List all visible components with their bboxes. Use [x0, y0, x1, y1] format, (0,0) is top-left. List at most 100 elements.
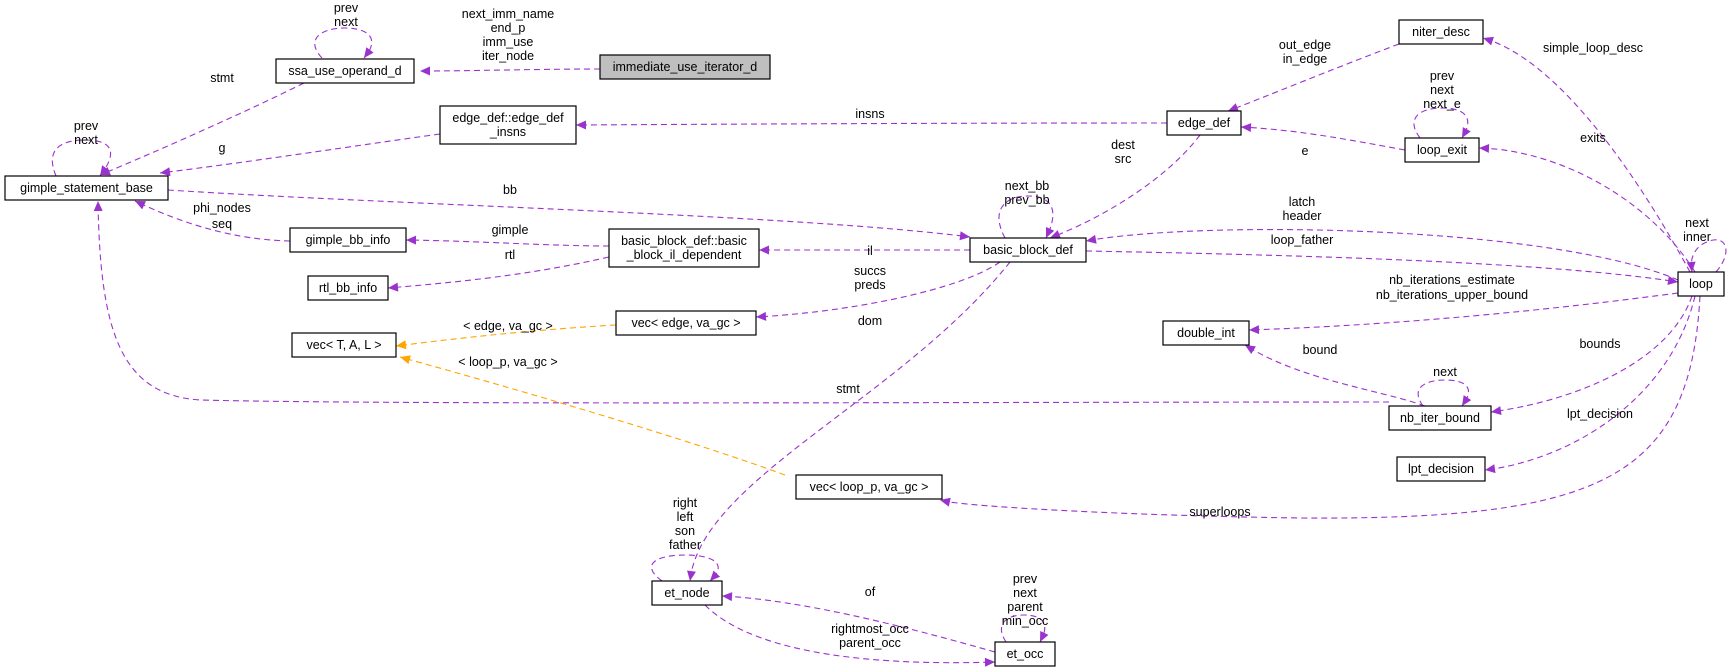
edge-label: next [1013, 586, 1037, 600]
class-node-edge-def-insns[interactable]: edge_def::edge_def_insns [439, 105, 577, 145]
edge-label: iter_node [482, 49, 534, 63]
edge-basic-block-def-to-et-node: dom [687, 261, 1011, 582]
edge-label: parent [1007, 600, 1043, 614]
edge-label: < loop_p, va_gc > [458, 355, 557, 369]
edge-line [939, 295, 1701, 519]
class-node-gimple-statement-base[interactable]: gimple_statement_base [4, 175, 169, 201]
class-node-immediate-use-iterator-d[interactable]: immediate_use_iterator_d [599, 54, 771, 80]
class-node-box [1162, 320, 1250, 346]
edge-line [1248, 292, 1679, 331]
class-node-niter-desc[interactable]: niter_desc [1398, 19, 1484, 45]
edge-arrowhead [388, 282, 399, 292]
class-node-box [4, 175, 169, 201]
edge-line [704, 604, 996, 664]
class-node-box [291, 332, 397, 358]
class-node-gimple-bb-info[interactable]: gimple_bb_info [289, 227, 407, 253]
edge-arrowhead [1086, 234, 1097, 244]
class-node-box [599, 54, 771, 80]
edge-label: gimple [492, 223, 529, 237]
edge-label: next [1430, 83, 1454, 97]
class-node-ssa-use-operand-d[interactable]: ssa_use_operand_d [275, 58, 415, 84]
edge-arrowhead [959, 231, 970, 241]
class-node-box [1166, 110, 1242, 136]
class-node-label: vec< edge, va_gc > [631, 316, 740, 330]
edge-label: right [673, 496, 698, 510]
class-node-et-occ[interactable]: et_occ [994, 641, 1056, 667]
edge-line [650, 554, 719, 582]
edge-label: prev [74, 119, 99, 133]
edge-label: next_imm_name [462, 7, 554, 21]
class-node-box [1398, 19, 1484, 45]
edge-arrowhead [1241, 123, 1252, 133]
class-node-label: vec< loop_p, va_gc > [810, 480, 929, 494]
edge-arrowhead [1491, 406, 1502, 416]
class-node-label: loop_exit [1417, 143, 1468, 157]
edge-line [1227, 43, 1400, 112]
class-node-label: rtl_bb_info [319, 281, 377, 295]
edge-basic-block-def-to-basic-block-il-dependent: il [759, 244, 971, 258]
edge-loop-exit-to-edge-def: e [1240, 123, 1406, 158]
class-node-label: gimple_bb_info [306, 233, 391, 247]
edge-label: next [74, 133, 98, 147]
edge-label: bound [1303, 343, 1338, 357]
edge-line [1482, 37, 1691, 273]
edge-label: insns [855, 107, 884, 121]
class-node-vec-loop-p[interactable]: vec< loop_p, va_gc > [795, 474, 943, 500]
edge-label: next [1433, 365, 1457, 379]
edge-label: father [669, 538, 701, 552]
edge-arrowhead [400, 355, 411, 364]
class-node-loop[interactable]: loop [1677, 271, 1725, 297]
edge-basic-block-il-dependent-to-rtl-bb-info: rtl [387, 248, 610, 292]
edge-line [1490, 295, 1693, 413]
edge-label: rtl [505, 248, 515, 262]
edge-arrowhead [710, 570, 721, 581]
edge-label: bounds [1579, 337, 1620, 351]
edge-label: in_edge [1283, 52, 1328, 66]
edge-vec-loop-p-to-vec-T-A-L: < loop_p, va_gc > [399, 355, 786, 476]
edge-label: nb_iterations_upper_bound [1376, 288, 1528, 302]
edge-line [387, 256, 610, 289]
edge-label: son [675, 524, 695, 538]
edge-vec-edge-to-vec-T-A-L: < edge, va_gc > [395, 319, 617, 350]
edge-label: stmt [836, 382, 860, 396]
edge-et-occ-to-et-node: of [721, 585, 996, 653]
edge-label: header [1283, 209, 1322, 223]
edge-edge-def-insns-to-gimple-statement-base: g [159, 133, 441, 177]
edge-loop-to-double-int: nb_iterations_estimatenb_iterations_uppe… [1248, 273, 1679, 335]
class-node-vec-edge[interactable]: vec< edge, va_gc > [615, 310, 757, 336]
edge-label: g [219, 141, 226, 155]
edge-label: e [1302, 144, 1309, 158]
edge-gimple-statement-base-to-basic-block-def: bb [167, 183, 971, 241]
class-node-rtl-bb-info[interactable]: rtl_bb_info [307, 275, 389, 301]
class-node-loop-exit[interactable]: loop_exit [1404, 137, 1480, 163]
edge-line [1417, 379, 1469, 407]
class-node-basic-block-il-dependent[interactable]: basic_block_def::basic_block_il_dependen… [608, 228, 760, 268]
class-node-basic-block-def[interactable]: basic_block_def [969, 237, 1087, 263]
edge-loop-to-niter-desc: simple_loop_desc [1482, 36, 1691, 273]
edge-arrowhead [93, 201, 103, 212]
edge-arrowhead [1483, 36, 1494, 46]
edge-label: < edge, va_gc > [463, 319, 553, 333]
edge-label: next [1685, 216, 1709, 230]
edge-label: rightmost_occ [831, 622, 909, 636]
class-node-lpt-decision[interactable]: lpt_decision [1396, 456, 1486, 482]
class-node-box [1404, 137, 1480, 163]
edge-line [51, 139, 112, 177]
edge-label: end_p [491, 21, 526, 35]
edge-line [755, 261, 1001, 318]
edge-arrowhead [1479, 143, 1490, 153]
class-node-et-node[interactable]: et_node [651, 580, 723, 606]
class-node-vec-T-A-L[interactable]: vec< T, A, L > [291, 332, 397, 358]
edge-line [97, 200, 1390, 404]
class-node-double-int[interactable]: double_int [1162, 320, 1250, 346]
class-node-edge-def[interactable]: edge_def [1166, 110, 1242, 136]
edge-line [159, 133, 441, 174]
class-node-box [994, 641, 1056, 667]
edge-label: out_edge [1279, 38, 1331, 52]
class-node-label: lpt_decision [1408, 462, 1474, 476]
class-node-nb-iter-bound[interactable]: nb_iter_bound [1388, 405, 1492, 431]
